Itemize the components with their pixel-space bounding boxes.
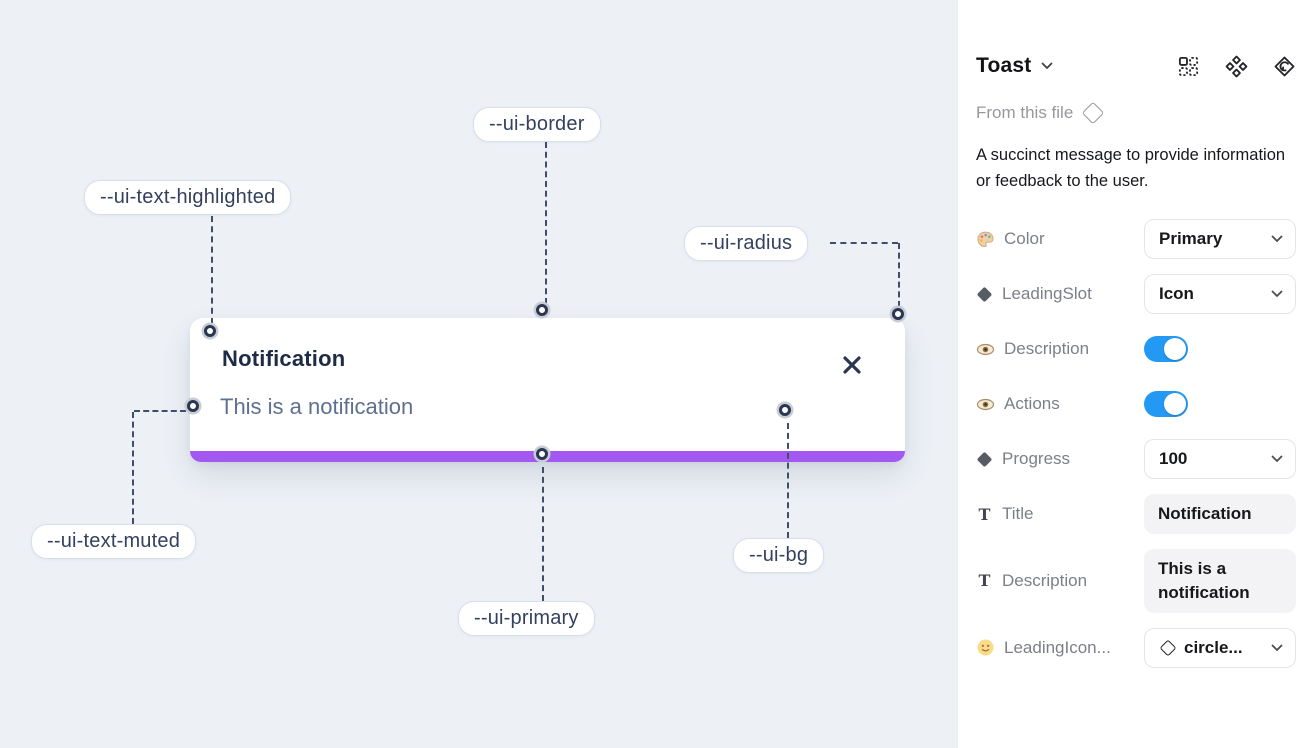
panel-header: Toast (976, 54, 1296, 78)
eye-icon (976, 398, 995, 410)
prop-row-actions-toggle: Actions (976, 384, 1296, 424)
prop-row-description-text: T Description This is a notification (976, 549, 1296, 613)
diamond-outline-icon (1081, 101, 1105, 125)
title-input[interactable]: Notification (1144, 494, 1296, 535)
var-label-ui-border[interactable]: --ui-border (473, 107, 601, 142)
connector-line-radius-v (898, 243, 900, 307)
anchor-node-border[interactable] (536, 304, 548, 316)
prop-row-leadingslot: LeadingSlot Icon (976, 274, 1296, 315)
toggle-knob (1164, 393, 1186, 416)
diamond-icon (976, 451, 993, 467)
source-label: From this file (976, 103, 1074, 122)
component-grid-icon[interactable] (1177, 55, 1200, 78)
prop-label-leadingslot: LeadingSlot (1002, 284, 1092, 304)
close-icon[interactable] (841, 354, 863, 376)
var-label-ui-primary[interactable]: --ui-primary (458, 601, 595, 636)
diamond-outline-icon (1159, 639, 1177, 657)
var-label-ui-radius[interactable]: --ui-radius (684, 226, 809, 261)
chevron-down-icon (1042, 62, 1053, 69)
leadingslot-dropdown-value: Icon (1159, 284, 1194, 304)
toast-description: This is a notification (220, 394, 414, 419)
diamond-icon (976, 286, 993, 302)
connector-line-text-highlighted (211, 216, 213, 324)
toggle-knob (1164, 338, 1186, 361)
var-label-ui-text-muted[interactable]: --ui-text-muted (31, 524, 197, 559)
prop-label-leadingicon: LeadingIcon... (1004, 637, 1111, 657)
color-dropdown[interactable]: Primary (1144, 219, 1296, 260)
anchor-node-text-highlighted[interactable] (204, 325, 216, 337)
chevron-down-icon (1271, 235, 1283, 243)
instance-swap-icon[interactable] (1273, 55, 1296, 78)
anchor-node-radius[interactable] (892, 308, 904, 320)
prop-label-description-text: Description (1002, 570, 1088, 590)
prop-label-title: Title (1002, 504, 1034, 524)
toast-component[interactable]: Notification This is a notification (190, 318, 905, 462)
progress-dropdown[interactable]: 100 (1144, 439, 1296, 480)
prop-label-color: Color (1004, 229, 1045, 249)
text-icon: T (978, 504, 991, 524)
anchor-node-bg[interactable] (779, 404, 791, 416)
design-canvas[interactable]: Notification This is a notification --ui… (0, 0, 958, 748)
palette-icon (977, 231, 994, 247)
component-title: Toast (976, 54, 1032, 77)
header-actions (1177, 55, 1296, 78)
connector-line-primary (542, 467, 544, 601)
text-icon: T (978, 571, 991, 591)
prop-row-progress: Progress 100 (976, 439, 1296, 480)
component-icon[interactable] (1225, 55, 1248, 78)
chevron-down-icon (1271, 455, 1283, 463)
chevron-down-icon (1271, 644, 1283, 651)
properties-list: Color Primary LeadingSlot Icon (976, 219, 1296, 668)
progress-dropdown-value: 100 (1159, 449, 1188, 469)
description-toggle[interactable] (1144, 336, 1188, 363)
connector-line-border (545, 142, 547, 304)
anchor-node-text-muted[interactable] (187, 400, 199, 412)
prop-row-color: Color Primary (976, 219, 1296, 260)
actions-toggle[interactable] (1144, 391, 1188, 418)
connector-line-bg (787, 423, 789, 538)
var-label-ui-text-highlighted[interactable]: --ui-text-highlighted (84, 180, 292, 215)
component-selector[interactable]: Toast (976, 54, 1053, 78)
anchor-node-primary[interactable] (536, 448, 548, 460)
prop-label-actions-toggle: Actions (1004, 394, 1060, 414)
connector-line-text-muted-v (132, 412, 134, 524)
prop-row-title: T Title Notification (976, 494, 1296, 535)
leadingicon-dropdown-value: circle... (1184, 637, 1243, 657)
eye-icon (976, 343, 995, 355)
leadingicon-dropdown[interactable]: circle... (1144, 627, 1296, 668)
description-input[interactable]: This is a notification (1144, 549, 1296, 613)
color-dropdown-value: Primary (1159, 229, 1223, 249)
toast-progress-bar (190, 451, 905, 462)
connector-line-radius-h (830, 242, 898, 244)
prop-row-description-toggle: Description (976, 329, 1296, 369)
leadingslot-dropdown[interactable]: Icon (1144, 274, 1296, 315)
properties-panel: Toast From (958, 0, 1312, 748)
prop-row-leadingicon: LeadingIcon... circle... (976, 627, 1296, 668)
toast-title: Notification (222, 346, 346, 371)
component-description: A succinct message to provide informatio… (976, 146, 1286, 191)
var-label-ui-bg[interactable]: --ui-bg (733, 538, 825, 573)
connector-line-text-muted-h (134, 410, 186, 412)
source-row: From this file (976, 101, 1296, 125)
chevron-down-icon (1271, 290, 1283, 298)
prop-label-description-toggle: Description (1004, 339, 1090, 359)
prop-label-progress: Progress (1002, 449, 1071, 469)
smiley-icon (977, 639, 994, 656)
